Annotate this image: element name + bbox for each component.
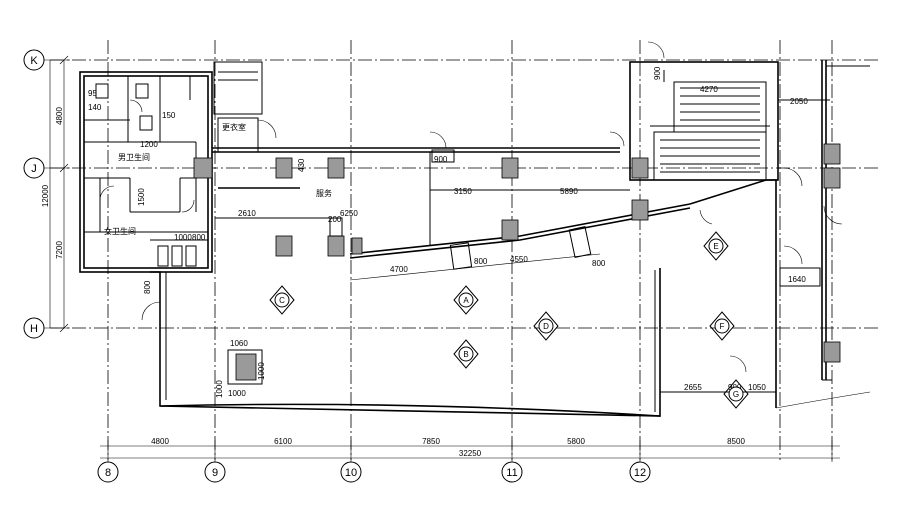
section-markers: A B C D E F G bbox=[269, 231, 749, 409]
room-label-men: 男卫生间 bbox=[118, 152, 150, 162]
marker-e: E bbox=[703, 231, 729, 261]
dim-900: 900 bbox=[434, 155, 448, 164]
dim-1000d: 1000 bbox=[257, 362, 266, 380]
marker-g: G bbox=[723, 379, 749, 409]
dim-800c: 800 bbox=[592, 259, 606, 268]
dim-95: 95 bbox=[88, 89, 97, 98]
middle-rooms: 更衣室 服务 2610 6250 200 430 900 3150 5890 bbox=[212, 117, 630, 246]
room-label-women: 女卫生间 bbox=[104, 226, 136, 236]
marker-d: D bbox=[533, 311, 559, 341]
axis-bubble-11: 11 bbox=[506, 467, 517, 479]
marker-e-label: E bbox=[713, 242, 718, 251]
dim-bottom-total: 32250 bbox=[459, 449, 482, 458]
marker-c: C bbox=[269, 285, 295, 315]
dim-1200: 1200 bbox=[140, 140, 158, 149]
axis-bubble-8: 8 bbox=[105, 467, 111, 479]
axis-bubble-12: 12 bbox=[634, 467, 646, 479]
axis-bubble-h: H bbox=[30, 323, 38, 335]
main-hall: 800 1060 1000 1000 1000 bbox=[141, 268, 661, 417]
marker-b: B bbox=[453, 339, 479, 369]
dim-1000: 1000 bbox=[174, 233, 192, 242]
dim-4700: 4700 bbox=[390, 265, 408, 274]
dim-left-4800: 4800 bbox=[55, 107, 64, 125]
bottom-dimension: 4800 6100 7850 5800 8500 32250 bbox=[100, 437, 840, 462]
dim-1000b: 1000 bbox=[215, 380, 224, 398]
axis-bubble-10: 10 bbox=[345, 467, 357, 479]
dim-left-7200: 7200 bbox=[55, 241, 64, 259]
dim-140: 140 bbox=[88, 103, 102, 112]
axis-bubbles: K J H 8 9 10 11 12 bbox=[23, 49, 651, 483]
axis-bubble-k: K bbox=[30, 55, 38, 67]
dim-4270: 4270 bbox=[700, 85, 718, 94]
columns bbox=[193, 143, 841, 363]
axis-bubble-j: J bbox=[31, 163, 37, 175]
marker-g-label: G bbox=[733, 390, 739, 399]
dim-1500: 1500 bbox=[137, 188, 146, 206]
room-label-service: 服务 bbox=[316, 188, 332, 198]
dim-3150: 3150 bbox=[454, 187, 472, 196]
dim-800b: 800 bbox=[474, 257, 488, 266]
dim-200: 200 bbox=[328, 215, 342, 224]
right-wing: 1640 2655 900 1050 bbox=[660, 60, 871, 409]
left-dimension: 4800 7200 12000 bbox=[41, 55, 70, 333]
axis-bubble-9: 9 bbox=[212, 467, 218, 479]
dim-5890: 5890 bbox=[560, 187, 578, 196]
marker-b-label: B bbox=[463, 350, 468, 359]
dim-1000c: 1000 bbox=[228, 389, 246, 398]
dim-2610: 2610 bbox=[238, 209, 256, 218]
dim-bottom-2: 6100 bbox=[274, 437, 292, 446]
dim-2050: 2050 bbox=[790, 97, 808, 106]
dim-left-total: 12000 bbox=[41, 184, 50, 207]
dim-1050: 1050 bbox=[748, 383, 766, 392]
restroom-block: 95 140 150 1200 男卫生间 女卫生间 1500 1000 800 bbox=[79, 61, 263, 273]
dim-bottom-5: 8500 bbox=[727, 437, 745, 446]
marker-d-label: D bbox=[543, 322, 549, 331]
dim-4550: 4550 bbox=[510, 255, 528, 264]
marker-c-label: C bbox=[279, 296, 285, 305]
marker-a: A bbox=[453, 285, 479, 315]
room-label-locker: 更衣室 bbox=[222, 122, 246, 132]
dim-150: 150 bbox=[162, 111, 176, 120]
marker-f: F bbox=[709, 311, 735, 341]
dim-430: 430 bbox=[297, 158, 306, 172]
stair-core: 4270 900 2050 bbox=[629, 41, 830, 181]
dim-900b: 900 bbox=[653, 66, 662, 80]
dim-bottom-3: 7850 bbox=[422, 437, 440, 446]
dim-bottom-1: 4800 bbox=[151, 437, 169, 446]
dim-2655: 2655 bbox=[684, 383, 702, 392]
marker-a-label: A bbox=[463, 296, 469, 305]
marker-f-label: F bbox=[720, 322, 725, 331]
dim-800d: 800 bbox=[143, 280, 152, 294]
dim-1640: 1640 bbox=[788, 275, 806, 284]
dim-bottom-4: 5800 bbox=[567, 437, 585, 446]
slanted-wall: 4700 800 4550 800 bbox=[349, 203, 713, 281]
dim-1060: 1060 bbox=[230, 339, 248, 348]
axis-lines bbox=[50, 40, 880, 460]
dim-6250: 6250 bbox=[340, 209, 358, 218]
dim-800a: 800 bbox=[192, 233, 206, 242]
